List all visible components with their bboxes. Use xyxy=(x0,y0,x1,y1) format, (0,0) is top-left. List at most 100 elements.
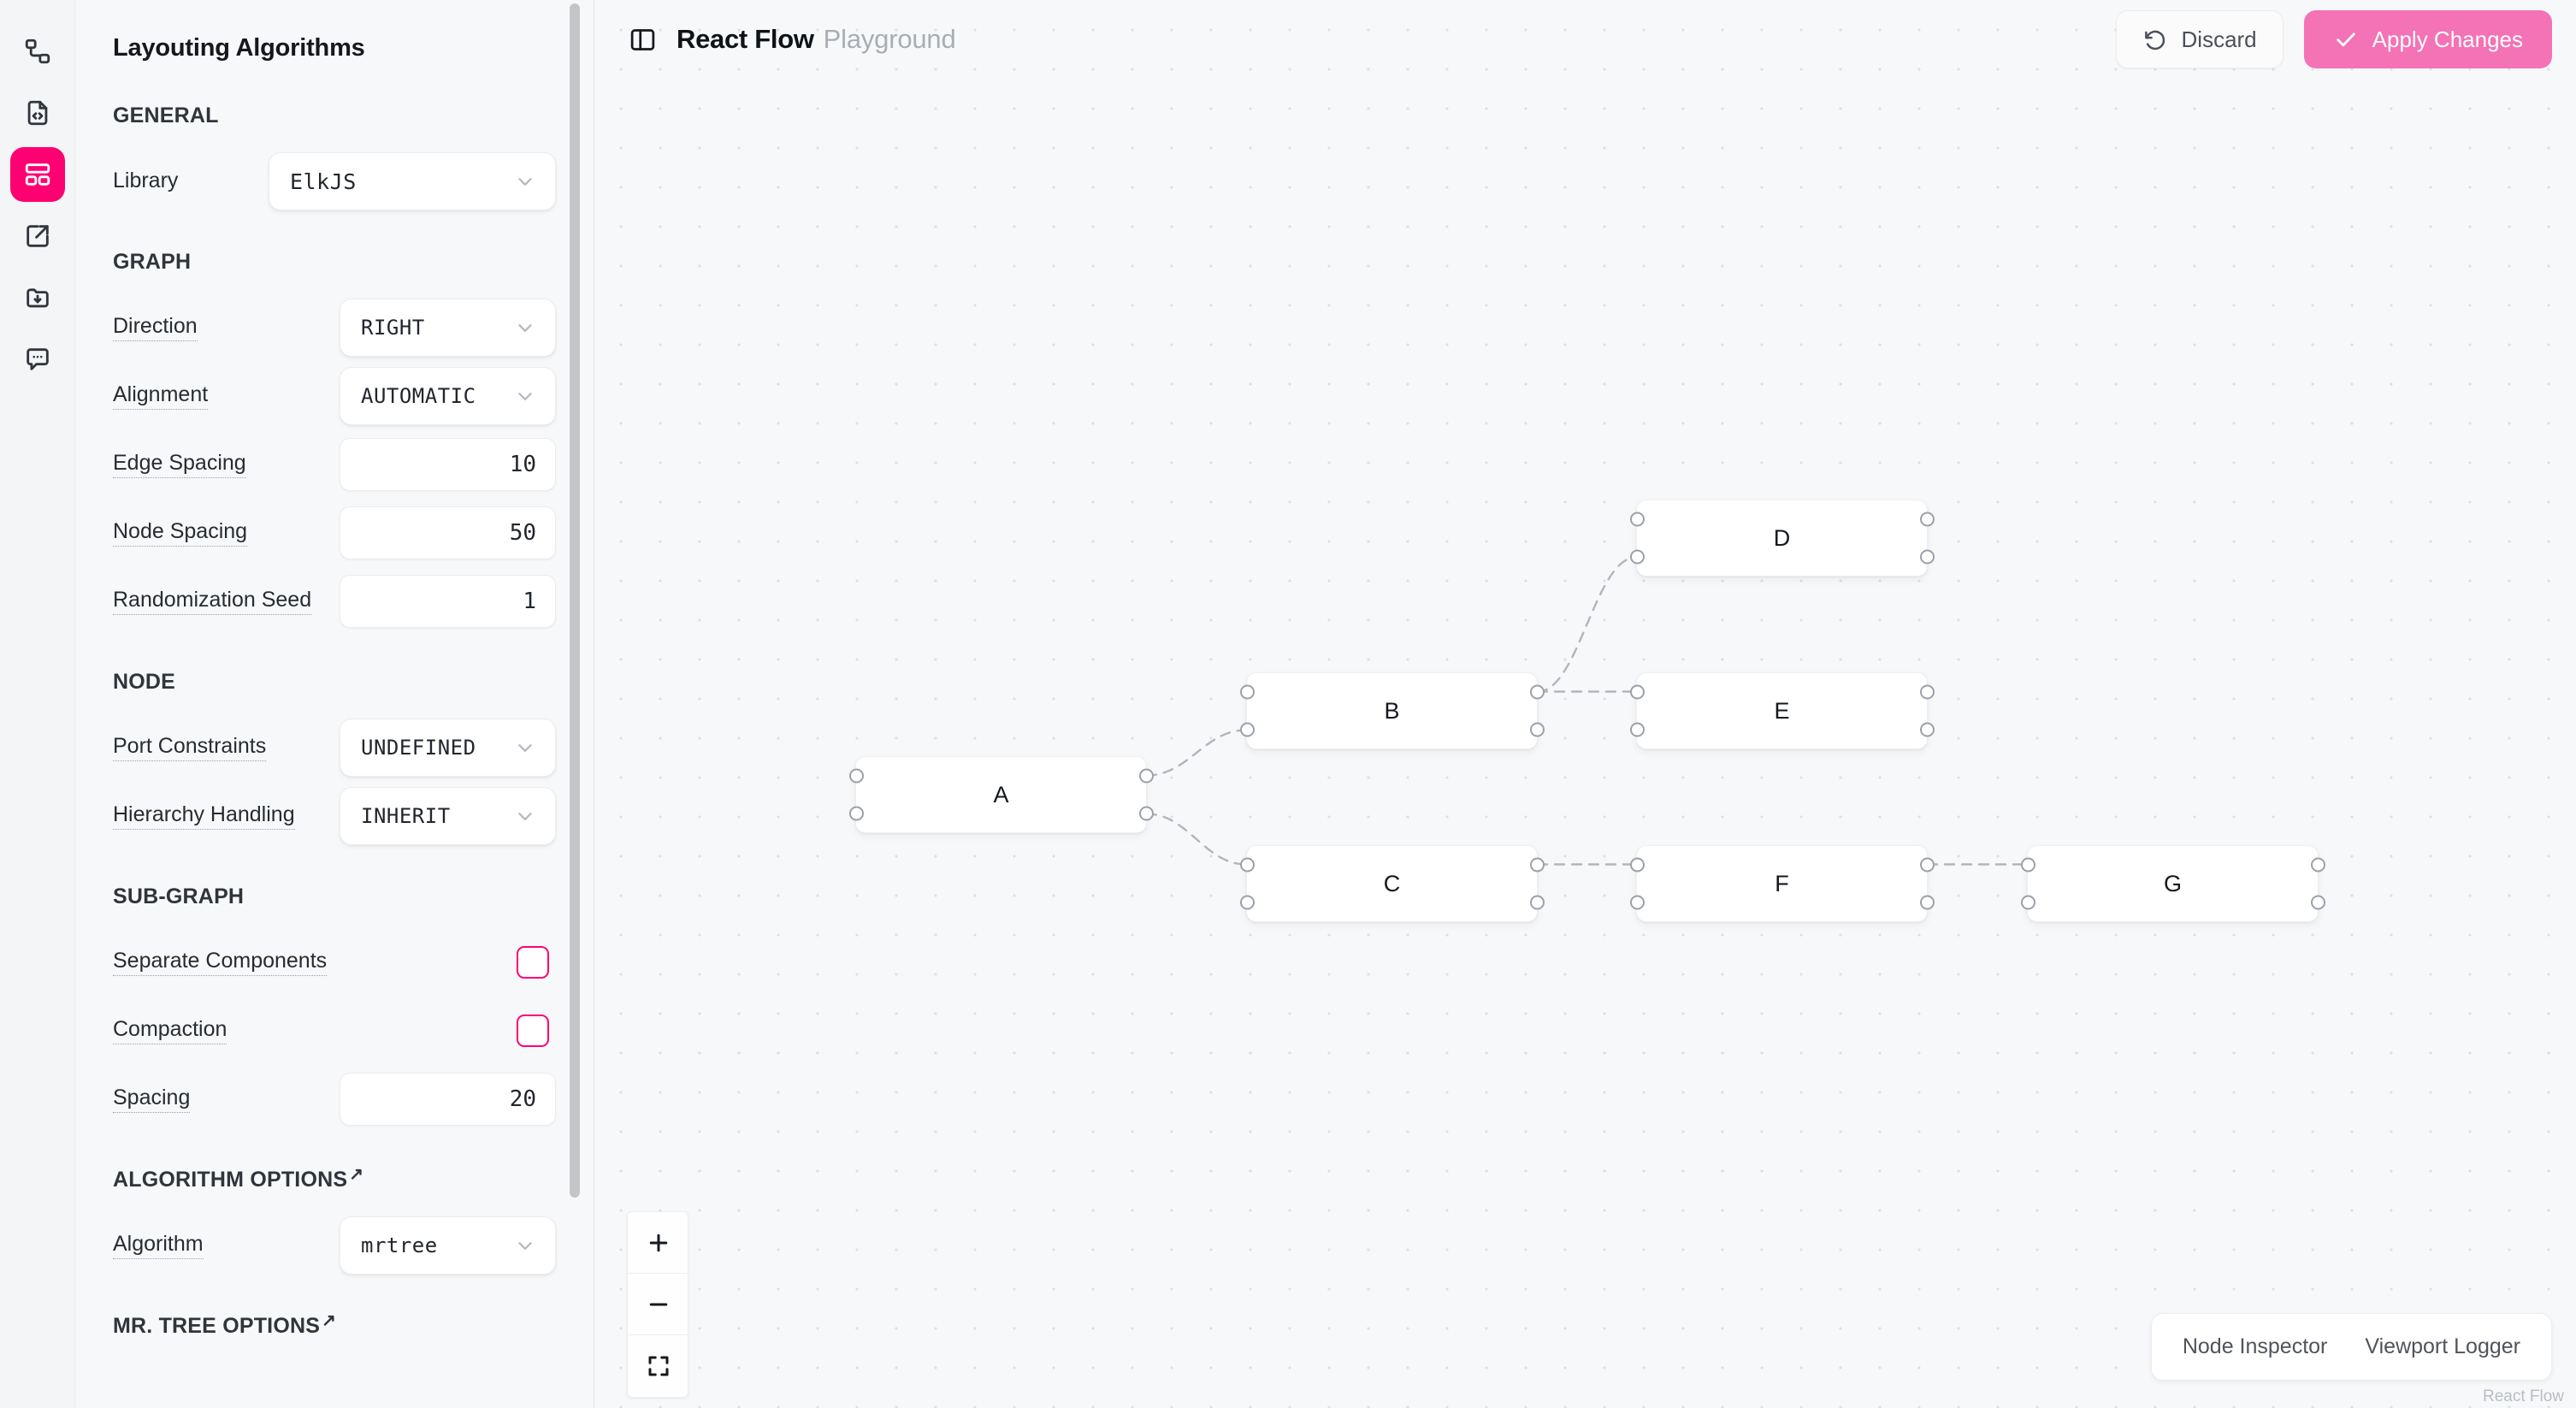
node-handle-source-bottom[interactable] xyxy=(1138,806,1154,821)
section-heading-node: NODE xyxy=(113,670,556,695)
node-handle-target-bottom[interactable] xyxy=(1629,895,1645,910)
section-heading-general: GENERAL xyxy=(113,104,556,128)
node-handle-source-top[interactable] xyxy=(1138,768,1154,784)
section-heading-mr-tree-options[interactable]: MR. TREE OPTIONS↗ xyxy=(113,1311,556,1339)
node-handle-source-top[interactable] xyxy=(1919,512,1935,527)
option-label-port-constraints: Port Constraints xyxy=(113,734,267,761)
rail-item-comments[interactable] xyxy=(10,332,65,387)
graph-node-label: A xyxy=(993,781,1009,808)
graph-node-f[interactable]: F xyxy=(1629,845,1935,922)
zoom-in-button[interactable] xyxy=(628,1212,688,1274)
chevron-down-icon xyxy=(492,1234,536,1257)
select-value: ElkJS xyxy=(290,169,357,194)
node-handle-target-top[interactable] xyxy=(2020,857,2035,873)
discard-button[interactable]: Discard xyxy=(2115,10,2284,68)
section-heading-label: GRAPH xyxy=(113,250,192,274)
node-handle-target-bottom[interactable] xyxy=(1629,549,1645,565)
node-handle-source-bottom[interactable] xyxy=(1529,895,1545,910)
checkbox-separate-components[interactable] xyxy=(517,946,549,979)
graph-node-e[interactable]: E xyxy=(1629,672,1935,749)
node-handle-target-top[interactable] xyxy=(1239,857,1255,873)
rail-item-download[interactable] xyxy=(10,270,65,325)
node-handle-target-bottom[interactable] xyxy=(1629,722,1645,737)
graph-edge-e-a-b[interactable] xyxy=(1145,729,1248,777)
rail-item-open[interactable] xyxy=(10,209,65,263)
node-handle-source-top[interactable] xyxy=(1529,684,1545,700)
node-handle-source-bottom[interactable] xyxy=(1919,549,1935,565)
rail-item-layout[interactable] xyxy=(9,147,65,202)
graph-node-a[interactable]: A xyxy=(848,756,1154,833)
panel-left-icon[interactable] xyxy=(623,21,661,58)
section-heading-algorithm-options[interactable]: ALGORITHM OPTIONS↗ xyxy=(113,1165,556,1192)
select-value: RIGHT xyxy=(361,316,425,340)
select-value: UNDEFINED xyxy=(361,736,476,760)
select-algorithm[interactable]: mrtree xyxy=(340,1216,556,1275)
node-handle-source-bottom[interactable] xyxy=(1919,722,1935,737)
node-handle-source-bottom[interactable] xyxy=(1919,895,1935,910)
node-handle-target-bottom[interactable] xyxy=(2020,895,2035,910)
number-input-randomization-seed[interactable]: 1 xyxy=(340,575,556,628)
select-library[interactable]: ElkJS xyxy=(269,152,556,210)
option-label-compaction: Compaction xyxy=(113,1017,227,1044)
apply-changes-button[interactable]: Apply Changes xyxy=(2303,10,2552,68)
comment-dots-icon xyxy=(23,345,52,374)
node-handle-target-bottom[interactable] xyxy=(1239,895,1255,910)
graph-edge-e-b-d[interactable] xyxy=(1536,556,1638,693)
fit-view-button[interactable] xyxy=(628,1335,688,1397)
layout-blocks-icon xyxy=(23,160,52,189)
node-handle-source-bottom[interactable] xyxy=(1529,722,1545,737)
select-direction[interactable]: RIGHT xyxy=(340,299,556,357)
option-row-algorithm: Algorithm mrtree xyxy=(113,1215,556,1276)
page-title: Layouting Algorithms xyxy=(113,34,365,62)
node-handle-target-top[interactable] xyxy=(1629,512,1645,527)
option-label-node-spacing: Node Spacing xyxy=(113,519,248,547)
number-input-node-spacing[interactable]: 50 xyxy=(340,506,556,559)
rail-item-flow[interactable] xyxy=(10,24,65,79)
chevron-down-icon xyxy=(492,317,536,339)
node-handle-source-top[interactable] xyxy=(1529,857,1545,873)
viewport-logger-toggle[interactable]: Viewport Logger xyxy=(2365,1334,2520,1358)
select-port-constraints[interactable]: UNDEFINED xyxy=(340,719,556,777)
react-flow-attribution[interactable]: React Flow xyxy=(2482,1387,2564,1405)
number-input-edge-spacing[interactable]: 10 xyxy=(340,438,556,491)
panel-scrollbar-thumb[interactable] xyxy=(570,3,580,1198)
node-inspector-toggle[interactable]: Node Inspector xyxy=(2182,1334,2328,1358)
node-handle-target-top[interactable] xyxy=(1239,684,1255,700)
node-handle-target-top[interactable] xyxy=(1629,684,1645,700)
number-input-spacing[interactable]: 20 xyxy=(340,1073,556,1126)
option-label-alignment: Alignment xyxy=(113,382,209,410)
panel-scrollbar[interactable] xyxy=(570,0,580,1408)
node-handle-source-top[interactable] xyxy=(1919,684,1935,700)
graph-node-c[interactable]: C xyxy=(1239,845,1545,922)
select-alignment[interactable]: AUTOMATIC xyxy=(340,367,556,425)
node-handle-target-top[interactable] xyxy=(1629,857,1645,873)
number-input-value: 10 xyxy=(509,452,536,477)
section-heading-label: SUB-GRAPH xyxy=(113,884,245,908)
external-link-arrow-icon: ↗ xyxy=(322,1311,337,1330)
graph-node-g[interactable]: G xyxy=(2020,845,2325,922)
graph-node-label: B xyxy=(1384,697,1400,724)
number-input-value: 20 xyxy=(509,1086,536,1112)
zoom-out-button[interactable] xyxy=(628,1274,688,1335)
number-input-value: 1 xyxy=(523,589,536,614)
node-handle-target-bottom[interactable] xyxy=(848,806,864,821)
node-handle-source-top[interactable] xyxy=(1919,857,1935,873)
graph-node-label: D xyxy=(1773,524,1791,551)
checkbox-compaction[interactable] xyxy=(517,1015,549,1047)
edge-layer xyxy=(1145,556,2029,866)
option-row-direction: Direction RIGHT xyxy=(113,297,556,358)
graph-node-d[interactable]: D xyxy=(1629,500,1935,577)
external-link-arrow-icon: ↗ xyxy=(349,1165,364,1184)
select-value: AUTOMATIC xyxy=(361,384,476,408)
graph-node-b[interactable]: B xyxy=(1239,672,1545,749)
option-row-library: Library ElkJS xyxy=(113,151,556,212)
node-handle-target-top[interactable] xyxy=(848,768,864,784)
rail-item-code[interactable] xyxy=(10,86,65,140)
node-handle-source-bottom[interactable] xyxy=(2310,895,2325,910)
node-handle-target-bottom[interactable] xyxy=(1239,722,1255,737)
graph-edge-e-a-c[interactable] xyxy=(1145,813,1248,866)
chevron-down-icon xyxy=(492,805,536,827)
select-hierarchy-handling[interactable]: INHERIT xyxy=(340,787,556,845)
node-handle-source-top[interactable] xyxy=(2310,857,2325,873)
